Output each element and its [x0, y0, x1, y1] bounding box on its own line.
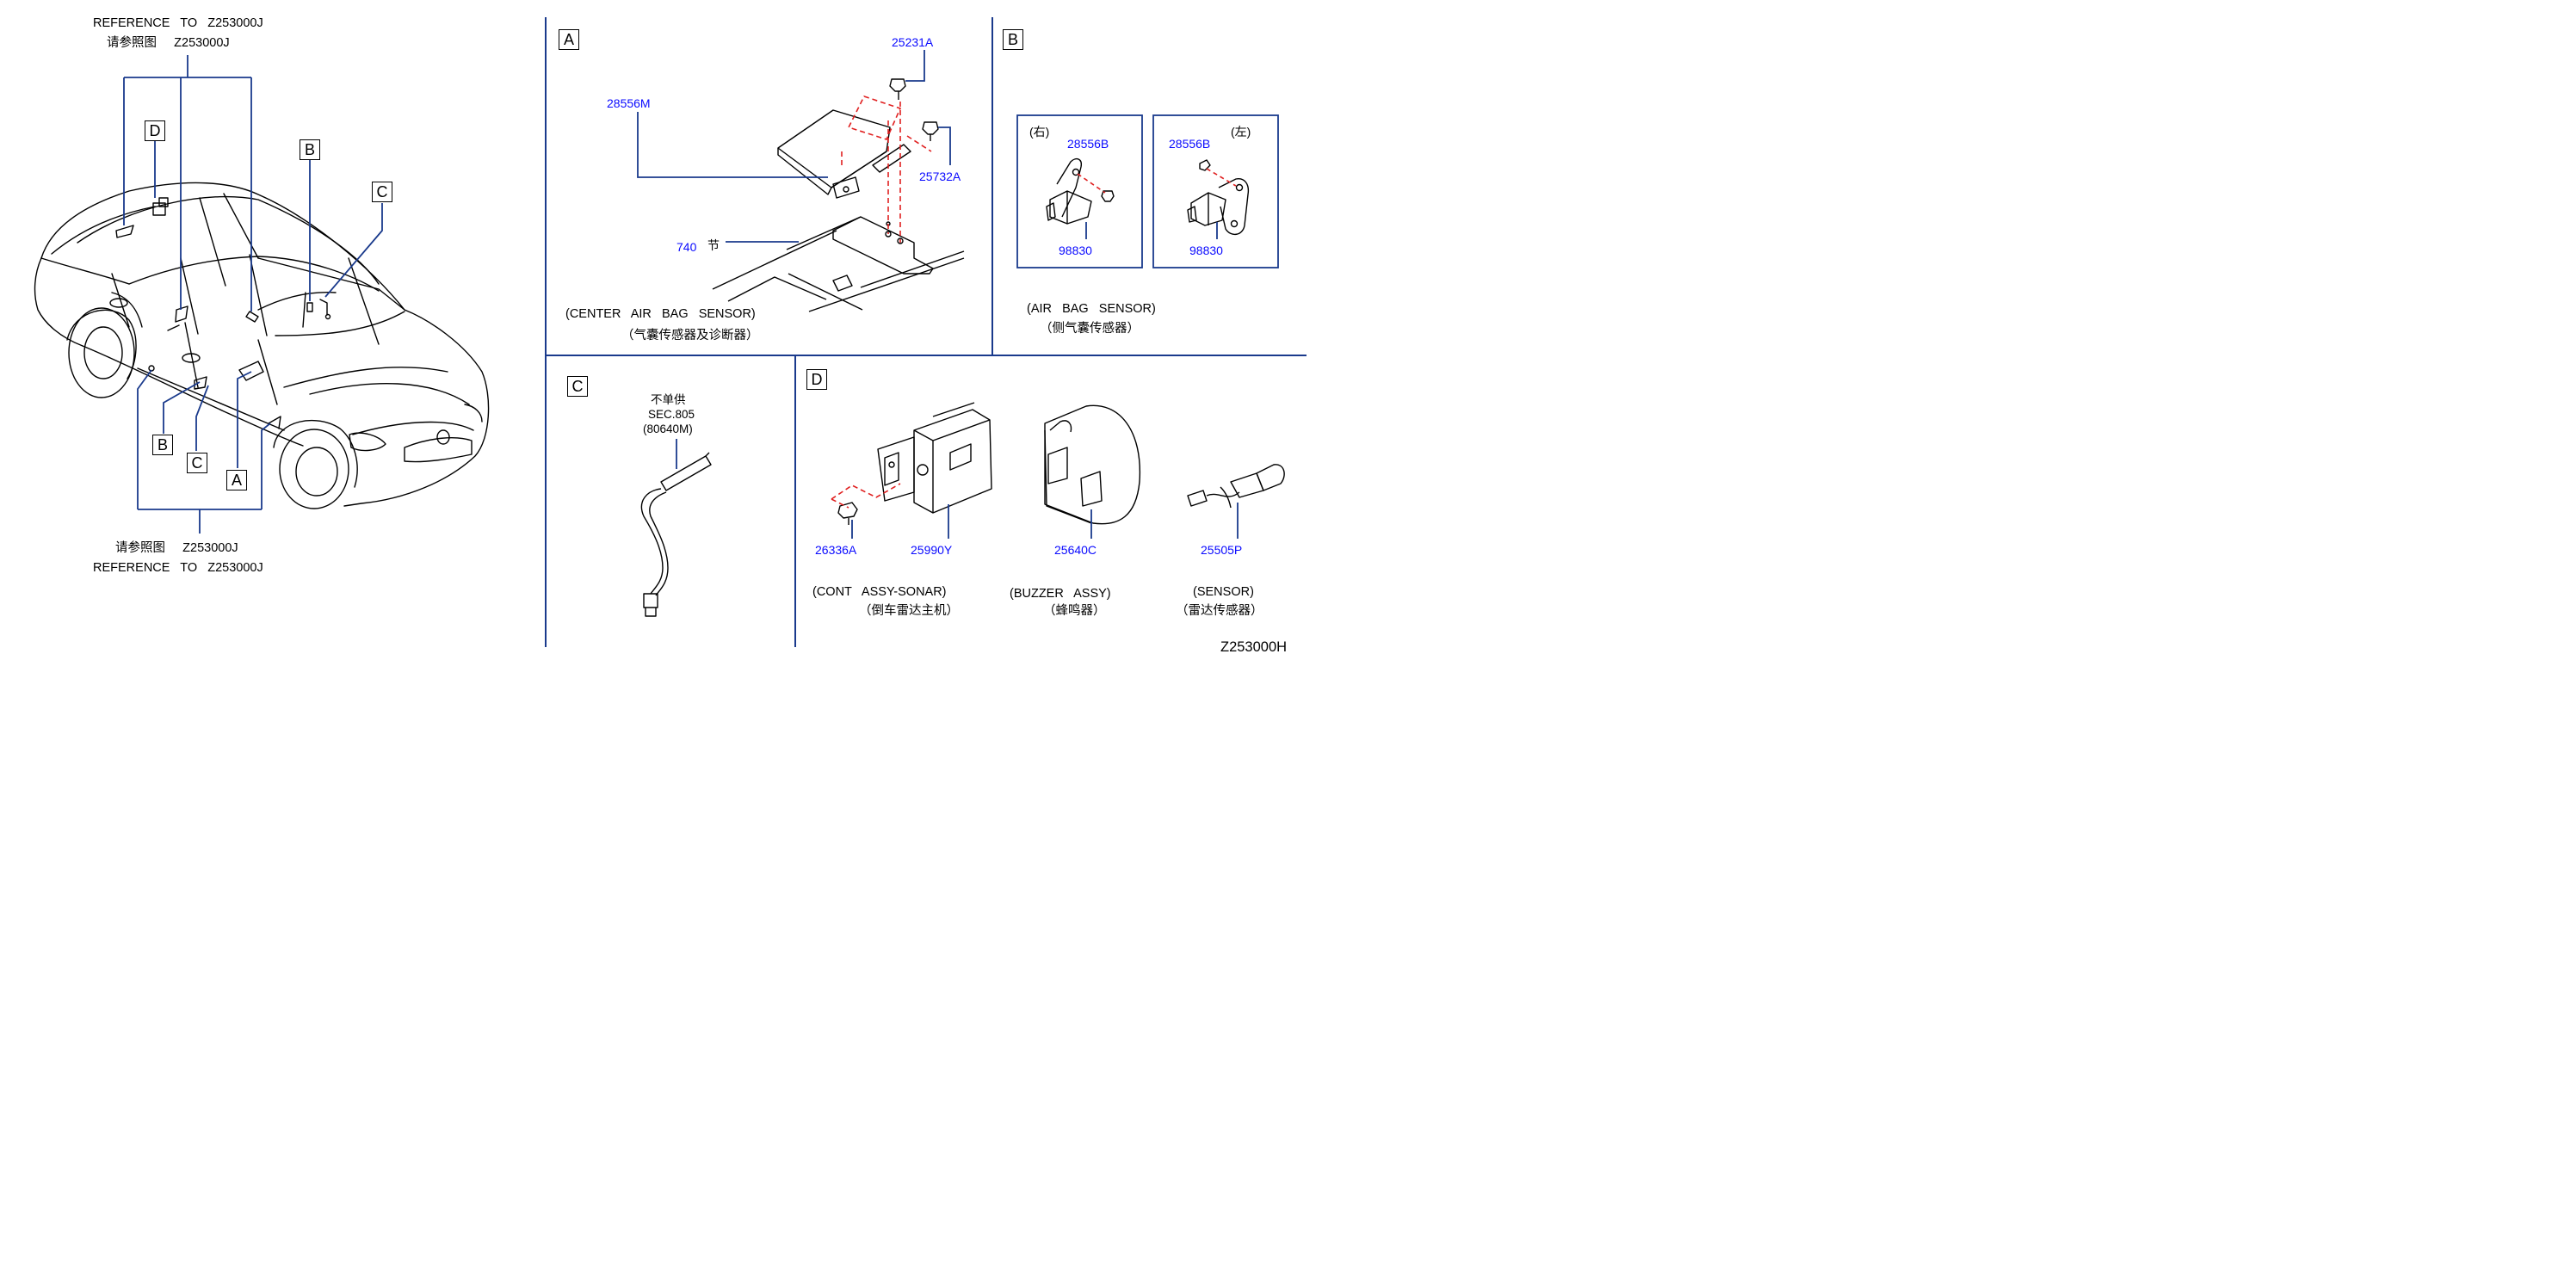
car-callout-d[interactable]: D	[145, 120, 165, 141]
part-number-26336a[interactable]: 26336A	[815, 543, 857, 557]
car-callout-b[interactable]: B	[300, 139, 320, 160]
panel-d-caption-sonar-en: (CONT ASSY-SONAR)	[812, 585, 947, 599]
car-leader-lines	[123, 55, 383, 534]
panel-dividers	[545, 17, 1307, 647]
panel-b-line-art	[1046, 157, 1250, 235]
panel-a-label: A	[559, 29, 579, 50]
part-number-25231a[interactable]: 25231A	[892, 35, 934, 49]
part-number-28556b-left[interactable]: 28556B	[1169, 137, 1211, 151]
part-number-25505p[interactable]: 25505P	[1201, 543, 1243, 557]
panel-a-caption-en: (CENTER AIR BAG SENSOR)	[565, 307, 756, 321]
panel-d-leader-lines	[851, 503, 1239, 539]
right-side-label: (右)	[1029, 125, 1050, 139]
panel-c-note-section[interactable]: SEC.805	[648, 408, 695, 421]
reference-bottom-line1: 请参照图 Z253000J	[115, 541, 238, 555]
part-number-25732a[interactable]: 25732A	[919, 170, 961, 183]
ref-number-740[interactable]: 740	[676, 240, 697, 254]
panel-c-label: C	[567, 376, 588, 397]
reference-top-line2: 请参照图 Z253000J	[107, 36, 230, 50]
part-number-25640c[interactable]: 25640C	[1054, 543, 1097, 557]
part-number-98830-right[interactable]: 98830	[1059, 244, 1092, 257]
panel-b-caption-cn: （侧气囊传感器）	[1040, 322, 1140, 336]
car-callout-c[interactable]: C	[372, 182, 392, 202]
panel-b-label: B	[1003, 29, 1023, 50]
panel-a-dashed-guides	[841, 96, 932, 243]
car-callout-b-lower[interactable]: B	[152, 435, 173, 455]
part-number-28556b-right[interactable]: 28556B	[1067, 137, 1109, 151]
panel-b-detail-frames	[1016, 114, 1279, 268]
reference-bottom-line2: REFERENCE TO Z253000J	[93, 561, 263, 575]
diagram-code: Z253000H	[1220, 639, 1288, 655]
parts-diagram-sheet: REFERENCE TO Z253000J 请参照图 Z253000J 请参照图…	[0, 0, 1343, 665]
panel-d-caption-sensor-en: (SENSOR)	[1193, 585, 1254, 599]
diagram-line-art	[34, 17, 1307, 647]
car-illustration	[34, 182, 490, 509]
ref-section-label: 节	[707, 238, 720, 252]
panel-a-line-art	[712, 78, 965, 312]
panel-a-leader-lines	[637, 50, 951, 243]
reference-top-line1: REFERENCE TO Z253000J	[93, 16, 263, 30]
car-callout-c-lower[interactable]: C	[187, 453, 207, 473]
part-number-25990y[interactable]: 25990Y	[911, 543, 953, 557]
panel-d-line-art	[837, 402, 1285, 525]
panel-c-note-part[interactable]: (80640M)	[643, 423, 693, 435]
panel-c-note-not-supplied: 不单供	[651, 393, 686, 406]
panel-d-label: D	[806, 369, 827, 390]
panel-b-caption-en: (AIR BAG SENSOR)	[1027, 302, 1156, 316]
part-number-28556m[interactable]: 28556M	[607, 96, 651, 110]
panel-d-caption-buzzer-en: (BUZZER ASSY)	[1010, 587, 1111, 601]
part-number-98830-left[interactable]: 98830	[1189, 244, 1223, 257]
panel-d-caption-sensor-cn: （雷达传感器）	[1176, 604, 1263, 618]
left-side-label: (左)	[1231, 125, 1251, 139]
panel-d-caption-sonar-cn: （倒车雷达主机）	[859, 604, 959, 618]
panel-d-caption-buzzer-cn: （蜂鸣器）	[1043, 604, 1106, 618]
car-callout-a[interactable]: A	[226, 470, 247, 490]
panel-a-caption-cn: （气囊传感器及诊断器）	[621, 329, 759, 342]
panel-b-leader-lines	[1085, 222, 1218, 239]
panel-b-dashed-guides	[1077, 168, 1237, 194]
panel-d-dashed-guides	[831, 483, 901, 509]
panel-c-line-art	[640, 452, 712, 617]
